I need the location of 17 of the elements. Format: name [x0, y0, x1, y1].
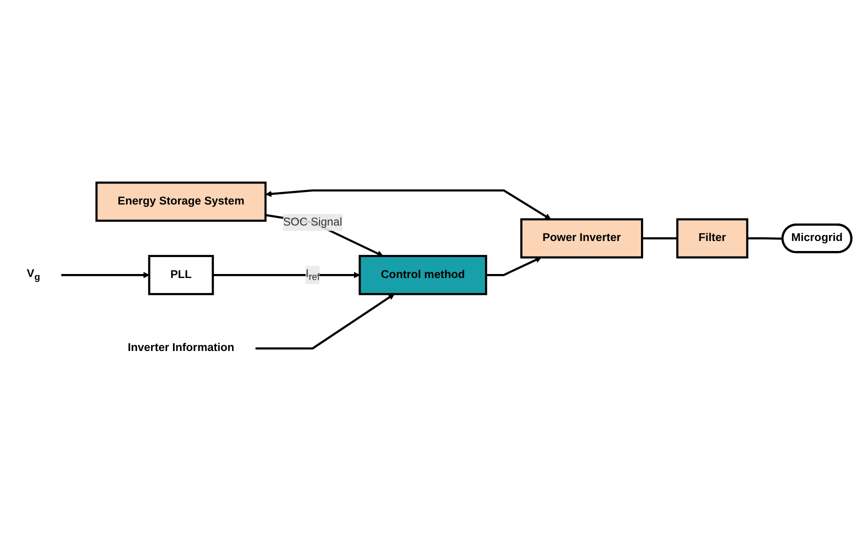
arrow	[61, 272, 150, 278]
node-box: Power Inverter	[520, 218, 644, 258]
node-box: PLL	[148, 254, 214, 296]
arrow	[212, 272, 360, 278]
connector	[747, 237, 783, 240]
arrow	[266, 189, 551, 220]
node-box: Filter	[676, 218, 748, 258]
arrow	[486, 256, 542, 276]
edge-label: I$_{ref}$	[306, 268, 320, 282]
node-text: Inverter Information	[128, 342, 234, 354]
edge-label: SOC Signal	[283, 216, 342, 228]
node-box: Control method	[358, 254, 488, 296]
arrow	[255, 294, 395, 350]
arrow	[265, 214, 384, 256]
connector	[642, 237, 678, 240]
node-text: V$_{g}$	[26, 268, 40, 282]
node-box: Energy Storage System	[95, 182, 267, 222]
